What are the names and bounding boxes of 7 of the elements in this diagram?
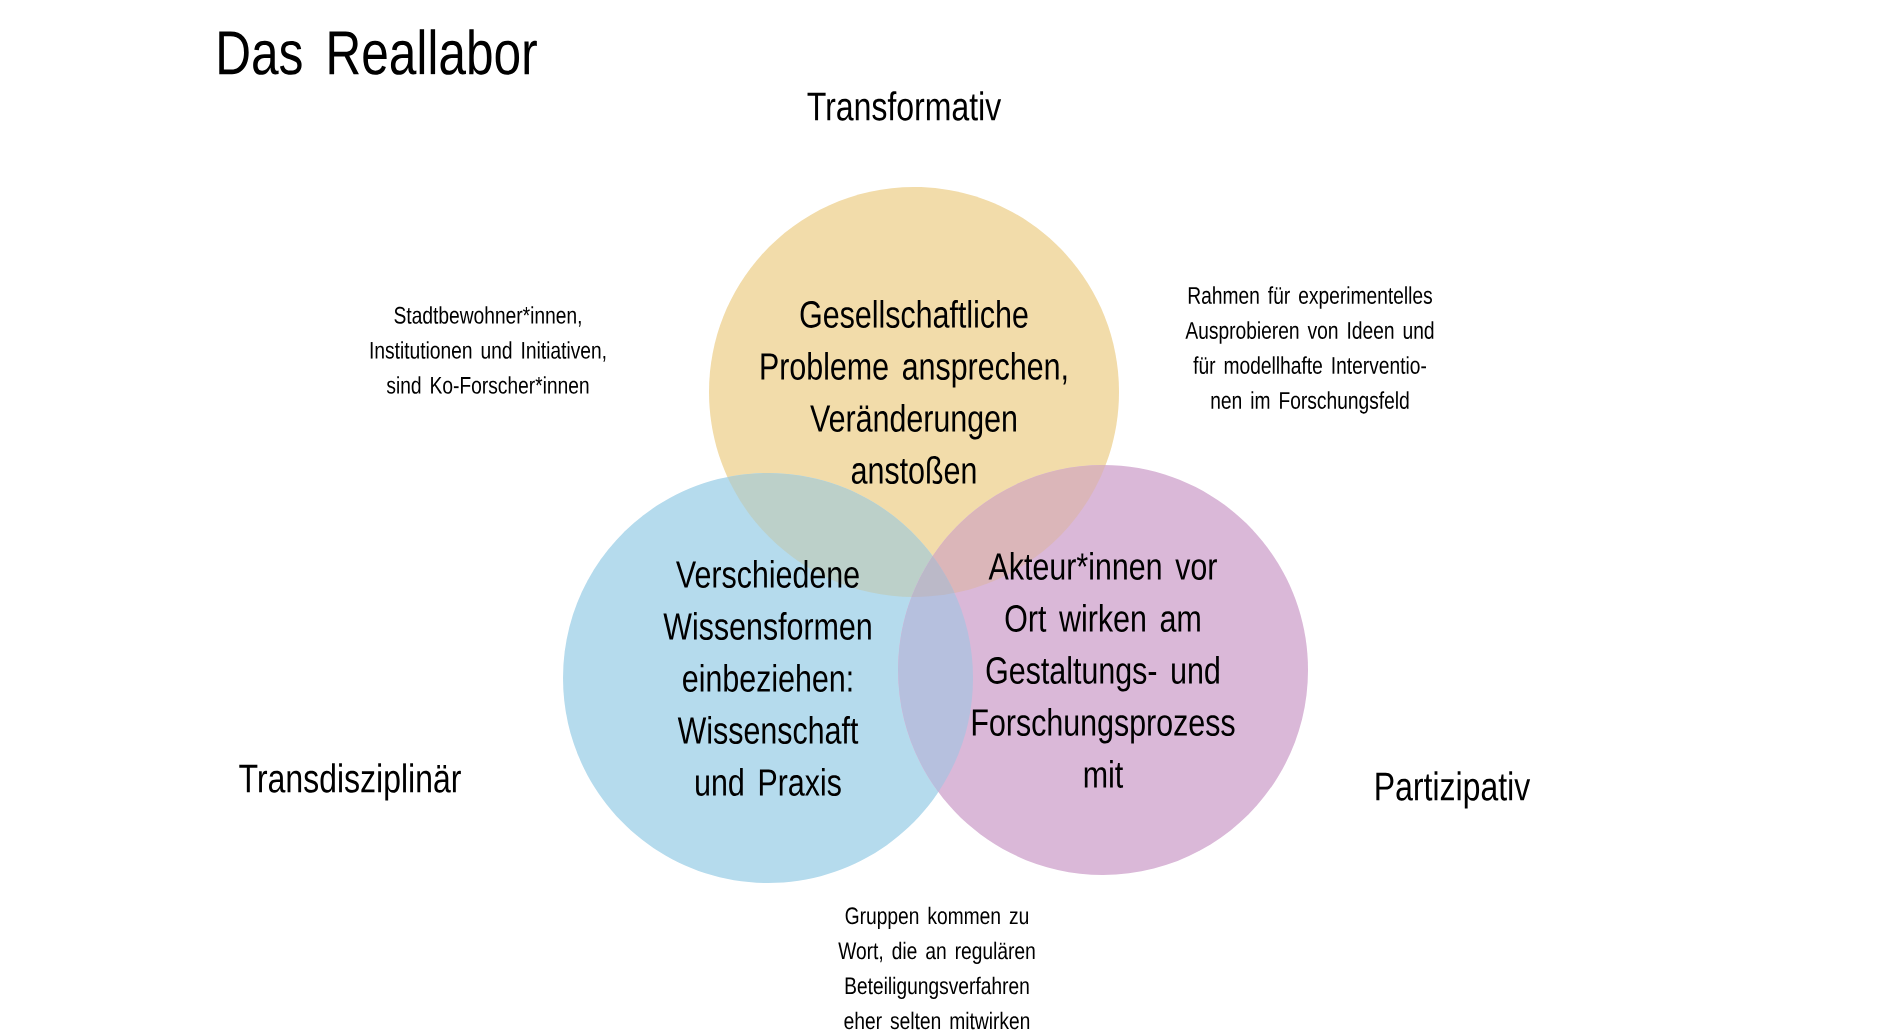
circle-heading: Partizipativ [1376,771,1531,809]
note: Gruppen kommen zu Wort, die an regulären Beteiligungsverfahren eher selten mitwirken [838,906,1035,1030]
circle-heading: Transdisziplinär [239,763,461,801]
note: Rahmen für experimentelles Ausprobieren von Ideen und für modellhafte Interventio- nen im Forschungsfeld [1185,286,1434,414]
title: Das Reallabor [219,29,537,75]
note: Stadtbewohner*innen, Institutionen und Initiativen, sind Ko-Forscher*innen [370,306,606,394]
circle-heading: Transformativ [807,91,1002,121]
